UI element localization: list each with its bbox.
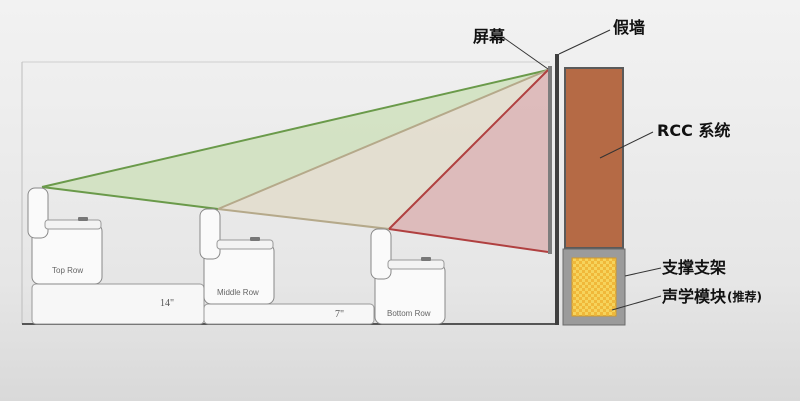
rcc-callout-line [599,131,654,159]
acoustic-module [571,257,617,317]
top-row-label: Top Row [52,266,83,275]
top-riser-platform [31,283,205,325]
screen-label: 屏幕 [473,27,506,46]
bottom-row-label: Bottom Row [387,309,431,318]
rcc-system-label: RCC 系统 [657,121,730,140]
rcc-system-panel [564,67,624,249]
false-wall [555,54,559,325]
acoustic-module-callout-line [611,295,662,311]
middle-row-sightline-upper [217,69,549,210]
middle-row-seat: Middle Row [199,208,275,305]
bottom-row-sightline-lower [388,228,549,253]
bottom-row-sightline-area [389,70,548,252]
support-frame-callout-line [624,267,662,277]
top-row-sightline-lower [41,186,219,210]
acoustic-module-label: 声学模块 [661,287,727,306]
support-frame-label: 支撑支架 [661,258,726,277]
top-riser-dimension: 14" [160,298,174,309]
screen-panel [548,66,552,254]
middle-riser-dimension: 7" [335,309,344,320]
acoustic-module-note: (推荐) [727,289,762,304]
middle-riser-platform [203,303,375,325]
bottom-row-seat: Bottom Row [370,228,446,325]
screen-callout-line [503,37,549,70]
bottom-row-sightline-upper [388,69,549,230]
middle-row-label: Middle Row [217,288,259,297]
top-row-seat: Top Row [27,187,103,285]
middle-row-sightline-lower [217,208,390,230]
top-row-sightline-area [42,70,548,209]
top-row-sightline-upper [41,69,549,188]
false-wall-callout-line [558,29,611,55]
middle-row-sightline-area [218,70,548,229]
false-wall-label: 假墙 [613,18,645,37]
